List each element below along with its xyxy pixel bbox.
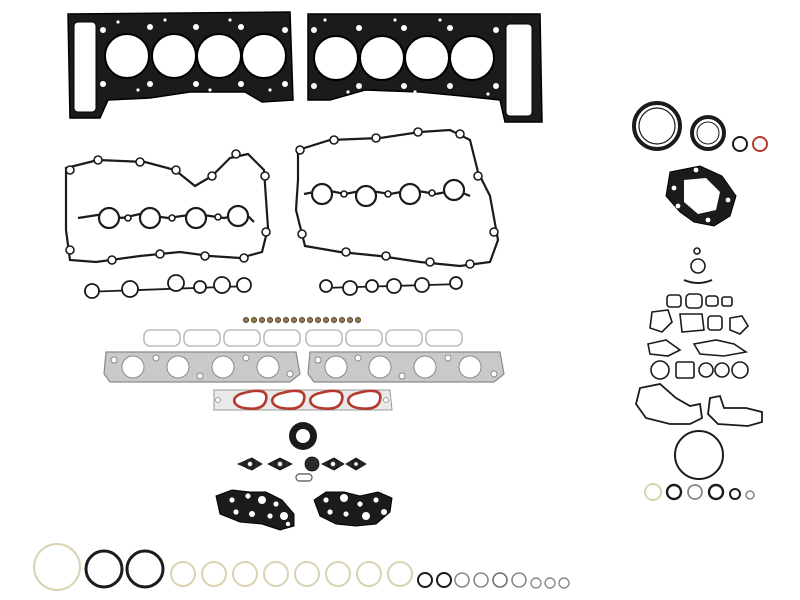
timing-cover-gasket-right — [313, 491, 393, 527]
right-gasket-grid — [647, 293, 750, 380]
spark-plug-tube-seals-right — [319, 276, 463, 296]
rear-main-seal — [632, 101, 682, 151]
small-flange-gaskets — [236, 456, 367, 482]
oil-seal-medium — [690, 115, 726, 151]
o-ring-row — [33, 543, 570, 591]
oil-filter-housing-seal — [674, 430, 724, 480]
crankshaft-front-seal — [289, 422, 317, 450]
right-bottom-o-rings — [644, 483, 755, 501]
right-small-seals — [683, 247, 713, 284]
cylinder-head-gasket-left — [67, 11, 294, 119]
exhaust-manifold-gasket-right — [307, 351, 505, 383]
valve-cover-gasket-left — [64, 149, 271, 265]
spark-plug-tube-seals-left — [83, 274, 252, 299]
valve-cover-gasket-right — [294, 127, 500, 269]
exhaust-manifold-gasket-left — [103, 351, 301, 383]
small-o-rings-top — [732, 136, 768, 152]
intake-manifold-gasket — [213, 389, 393, 411]
valve-stem-seals — [242, 316, 361, 323]
intake-port-gaskets — [143, 329, 463, 347]
timing-cover-gasket-left — [215, 489, 295, 531]
oil-pump-gasket — [665, 165, 737, 227]
oil-pan-gaskets — [635, 383, 763, 427]
cylinder-head-gasket-right — [307, 13, 543, 123]
